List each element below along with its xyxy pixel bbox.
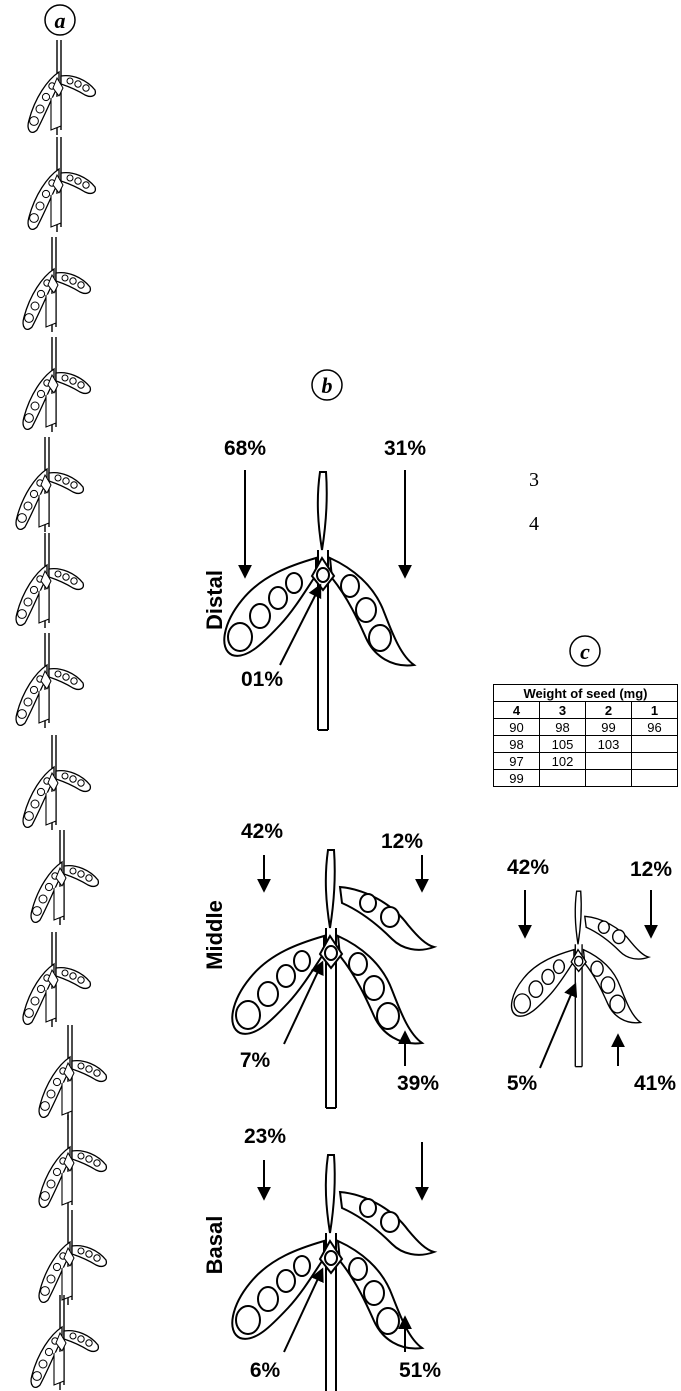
panel-c-bottom-left-value: 5% bbox=[507, 1072, 538, 1095]
side-number: 3 bbox=[529, 469, 539, 491]
pod-cluster-icon bbox=[232, 1155, 422, 1391]
column-header: 4 bbox=[494, 702, 540, 719]
row-label-distal: Distal bbox=[202, 570, 227, 630]
middle-top-left-value: 42% bbox=[241, 820, 283, 843]
basal-bottom-right-value: 51% bbox=[399, 1359, 441, 1382]
table-cell: 97 bbox=[494, 753, 540, 770]
pod-cluster-icon bbox=[16, 533, 83, 628]
column-header: 2 bbox=[586, 702, 632, 719]
pod-cluster-icon bbox=[31, 1295, 98, 1390]
pod-cluster-icon bbox=[31, 830, 98, 925]
middle-bottom-left-value: 7% bbox=[240, 1049, 271, 1072]
panel-b: b Distal 68% 31% 01% Middle 42% 12% 7% 3… bbox=[202, 370, 441, 1391]
panel-a: a bbox=[16, 5, 106, 1390]
panel-c-pod-cluster bbox=[512, 891, 649, 1066]
table-row: 98 105 103 bbox=[494, 736, 678, 753]
table-cell: 96 bbox=[632, 719, 678, 736]
table-cell: 99 bbox=[586, 719, 632, 736]
basal-top-left-value: 23% bbox=[244, 1125, 286, 1148]
table-cell: 98 bbox=[540, 719, 586, 736]
pod-cluster-icon bbox=[16, 633, 83, 728]
pod-cluster-icon bbox=[340, 1192, 434, 1255]
row-label-middle: Middle bbox=[202, 900, 227, 970]
table-cell bbox=[586, 770, 632, 787]
table-cell: 99 bbox=[494, 770, 540, 787]
panel-c-label: c bbox=[580, 639, 590, 664]
basal-bottom-left-value: 6% bbox=[250, 1359, 281, 1382]
seed-weight-table: Weight of seed (mg) 4 3 2 1 90 98 99 96 … bbox=[493, 684, 678, 787]
panel-b-label: b bbox=[322, 373, 333, 398]
table-cell bbox=[586, 753, 632, 770]
panel-c-bottom-right-value: 41% bbox=[634, 1072, 676, 1095]
table-cell: 103 bbox=[586, 736, 632, 753]
pod-cluster-icon bbox=[512, 891, 641, 1066]
table-cell: 98 bbox=[494, 736, 540, 753]
middle-top-right-value: 12% bbox=[381, 830, 423, 853]
column-header: 3 bbox=[540, 702, 586, 719]
side-number: 4 bbox=[529, 513, 539, 535]
pod-cluster-icon bbox=[23, 932, 90, 1027]
table-cell bbox=[632, 770, 678, 787]
pod-cluster-icon bbox=[39, 1210, 106, 1305]
table-cell: 90 bbox=[494, 719, 540, 736]
pod-cluster-icon bbox=[23, 337, 90, 432]
row-label-basal: Basal bbox=[202, 1216, 227, 1275]
seed-weight-table-title: Weight of seed (mg) bbox=[494, 685, 678, 702]
table-cell bbox=[632, 753, 678, 770]
panel-c-top-left-value: 42% bbox=[507, 856, 549, 879]
pod-cluster-icon bbox=[23, 237, 90, 332]
basal-row: Basal 23% 6% 51% bbox=[202, 1125, 441, 1391]
column-header: 1 bbox=[632, 702, 678, 719]
table-row: 97 102 bbox=[494, 753, 678, 770]
table-cell bbox=[540, 770, 586, 787]
distal-row: Distal 68% 31% 01% bbox=[202, 437, 426, 730]
table-cell: 102 bbox=[540, 753, 586, 770]
pod-cluster-icon bbox=[28, 137, 95, 232]
panel-c-top-right-value: 12% bbox=[630, 858, 672, 881]
table-row: 90 98 99 96 bbox=[494, 719, 678, 736]
pod-cluster-icon bbox=[16, 437, 83, 532]
pod-cluster-icon bbox=[39, 1115, 106, 1210]
panel-a-label: a bbox=[55, 8, 66, 33]
pod-cluster-icon bbox=[585, 916, 649, 959]
middle-bottom-right-value: 39% bbox=[397, 1072, 439, 1095]
table-cell: 105 bbox=[540, 736, 586, 753]
pod-cluster-icon bbox=[224, 472, 414, 730]
pod-cluster-icon bbox=[39, 1025, 106, 1120]
table-header-row: 4 3 2 1 bbox=[494, 702, 678, 719]
pod-cluster-icon bbox=[23, 735, 90, 830]
distal-top-left-value: 68% bbox=[224, 437, 266, 460]
distal-bottom-left-value: 01% bbox=[241, 668, 283, 691]
distal-top-right-value: 31% bbox=[384, 437, 426, 460]
middle-row: Middle 42% 12% 7% 39% bbox=[202, 820, 439, 1108]
table-row: 99 bbox=[494, 770, 678, 787]
pod-cluster-icon bbox=[340, 887, 434, 950]
pod-cluster-icon bbox=[28, 40, 95, 135]
table-cell bbox=[632, 736, 678, 753]
